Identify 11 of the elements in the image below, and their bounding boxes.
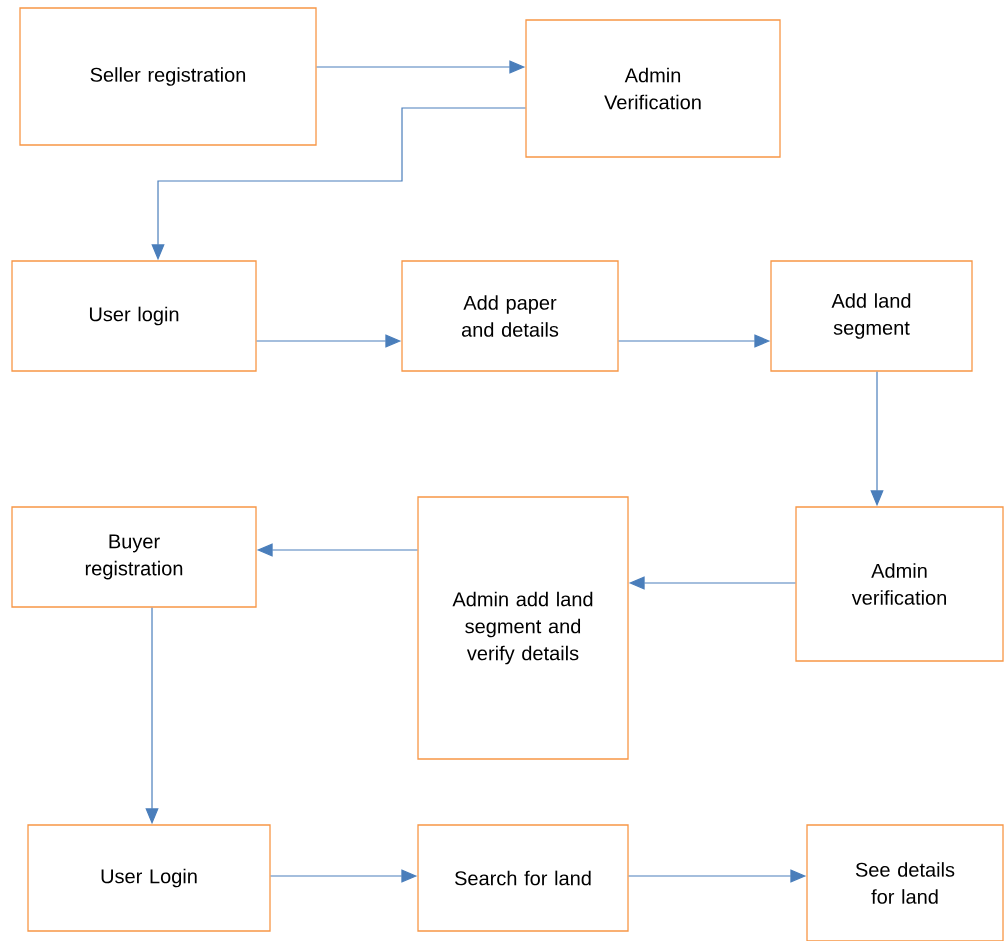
process-box: Admin add land segment and verify details (417, 496, 629, 760)
process-box: Admin Verification (525, 19, 781, 158)
process-box: See details for land (806, 824, 1004, 941)
process-box: Admin verification (795, 506, 1004, 662)
process-box: User Login (27, 824, 271, 932)
process-box: Search for land (417, 824, 629, 932)
process-box: Add paper and details (401, 260, 619, 372)
process-box: Seller registration (19, 7, 317, 146)
process-box: Buyer registration (11, 506, 257, 608)
process-box: User login (11, 260, 257, 372)
process-box: Add land segment (770, 260, 973, 372)
